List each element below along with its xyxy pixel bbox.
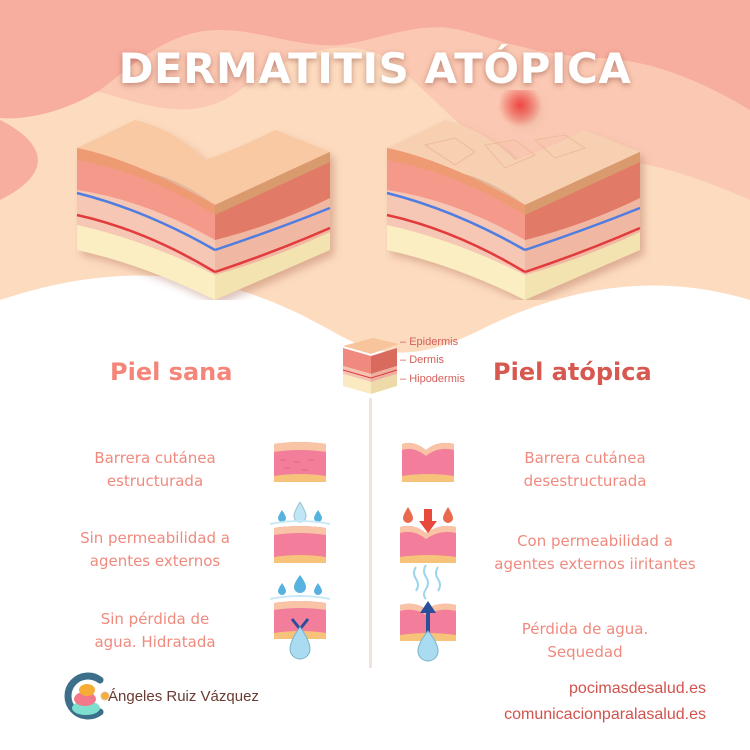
feature-atopic-1: Barrera cutánea desestructurada [470, 447, 700, 493]
legend-epidermis-label: Epidermis [409, 336, 459, 348]
legend-dermis-label: Dermis [409, 354, 445, 366]
feature-line: desestructurada [523, 472, 647, 490]
skin-layers-legend-icon [342, 338, 399, 394]
feature-line: Pérdida de agua. [521, 620, 649, 638]
feature-line: Barrera cutánea [94, 449, 216, 467]
feature-atopic-2: Con permeabilidad a agentes externos iir… [480, 530, 710, 576]
website-link-comunicacionparalasalud[interactable]: comunicacionparalasalud.es [504, 706, 706, 723]
feature-healthy-2: Sin permeabilidad a agentes externos [40, 527, 270, 573]
author-name: Ángeles Ruiz Vázquez [108, 688, 259, 705]
heading-healthy-skin: Piel sana [110, 358, 233, 386]
website-link-pocimasdesalud[interactable]: pocimasdesalud.es [569, 680, 706, 697]
feature-line: Sin permeabilidad a [80, 529, 230, 547]
legend-hipodermis: – Hipodermis [400, 373, 465, 385]
column-divider [369, 398, 372, 668]
legend-dermis: – Dermis [400, 354, 445, 366]
feature-line: Sequedad [547, 643, 623, 661]
damaged-skin-barrier-icon [402, 442, 454, 482]
intact-skin-barrier-icon [274, 442, 326, 482]
feature-line: agua. Hidratada [94, 633, 216, 651]
feature-line: estructurada [106, 472, 204, 490]
author-logo [64, 672, 110, 720]
legend-hipodermis-label: Hipodermis [409, 373, 465, 385]
heading-atopic-skin: Piel atópica [493, 358, 652, 386]
healthy-skin-cube-illustration [76, 120, 331, 300]
water-loss-icon [400, 565, 456, 662]
feature-atopic-3: Pérdida de agua. Sequedad [470, 618, 700, 664]
feature-line: agentes externos iiritantes [494, 555, 696, 573]
water-retained-icon [269, 575, 331, 660]
feature-healthy-3: Sin pérdida de agua. Hidratada [40, 608, 270, 654]
feature-line: Barrera cutánea [524, 449, 646, 467]
legend-epidermis: – Epidermis [400, 336, 459, 348]
feature-healthy-1: Barrera cutánea estructurada [40, 447, 270, 493]
page-title: DERMATITIS ATÓPICA [118, 44, 632, 93]
feature-line: agentes externos [89, 552, 221, 570]
feature-line: Sin pérdida de [100, 610, 210, 628]
irritants-penetrating-icon [400, 507, 456, 563]
atopic-skin-cube-illustration [386, 90, 641, 300]
feature-line: Con permeabilidad a [517, 532, 673, 550]
water-drops-repelled-icon [269, 502, 331, 563]
